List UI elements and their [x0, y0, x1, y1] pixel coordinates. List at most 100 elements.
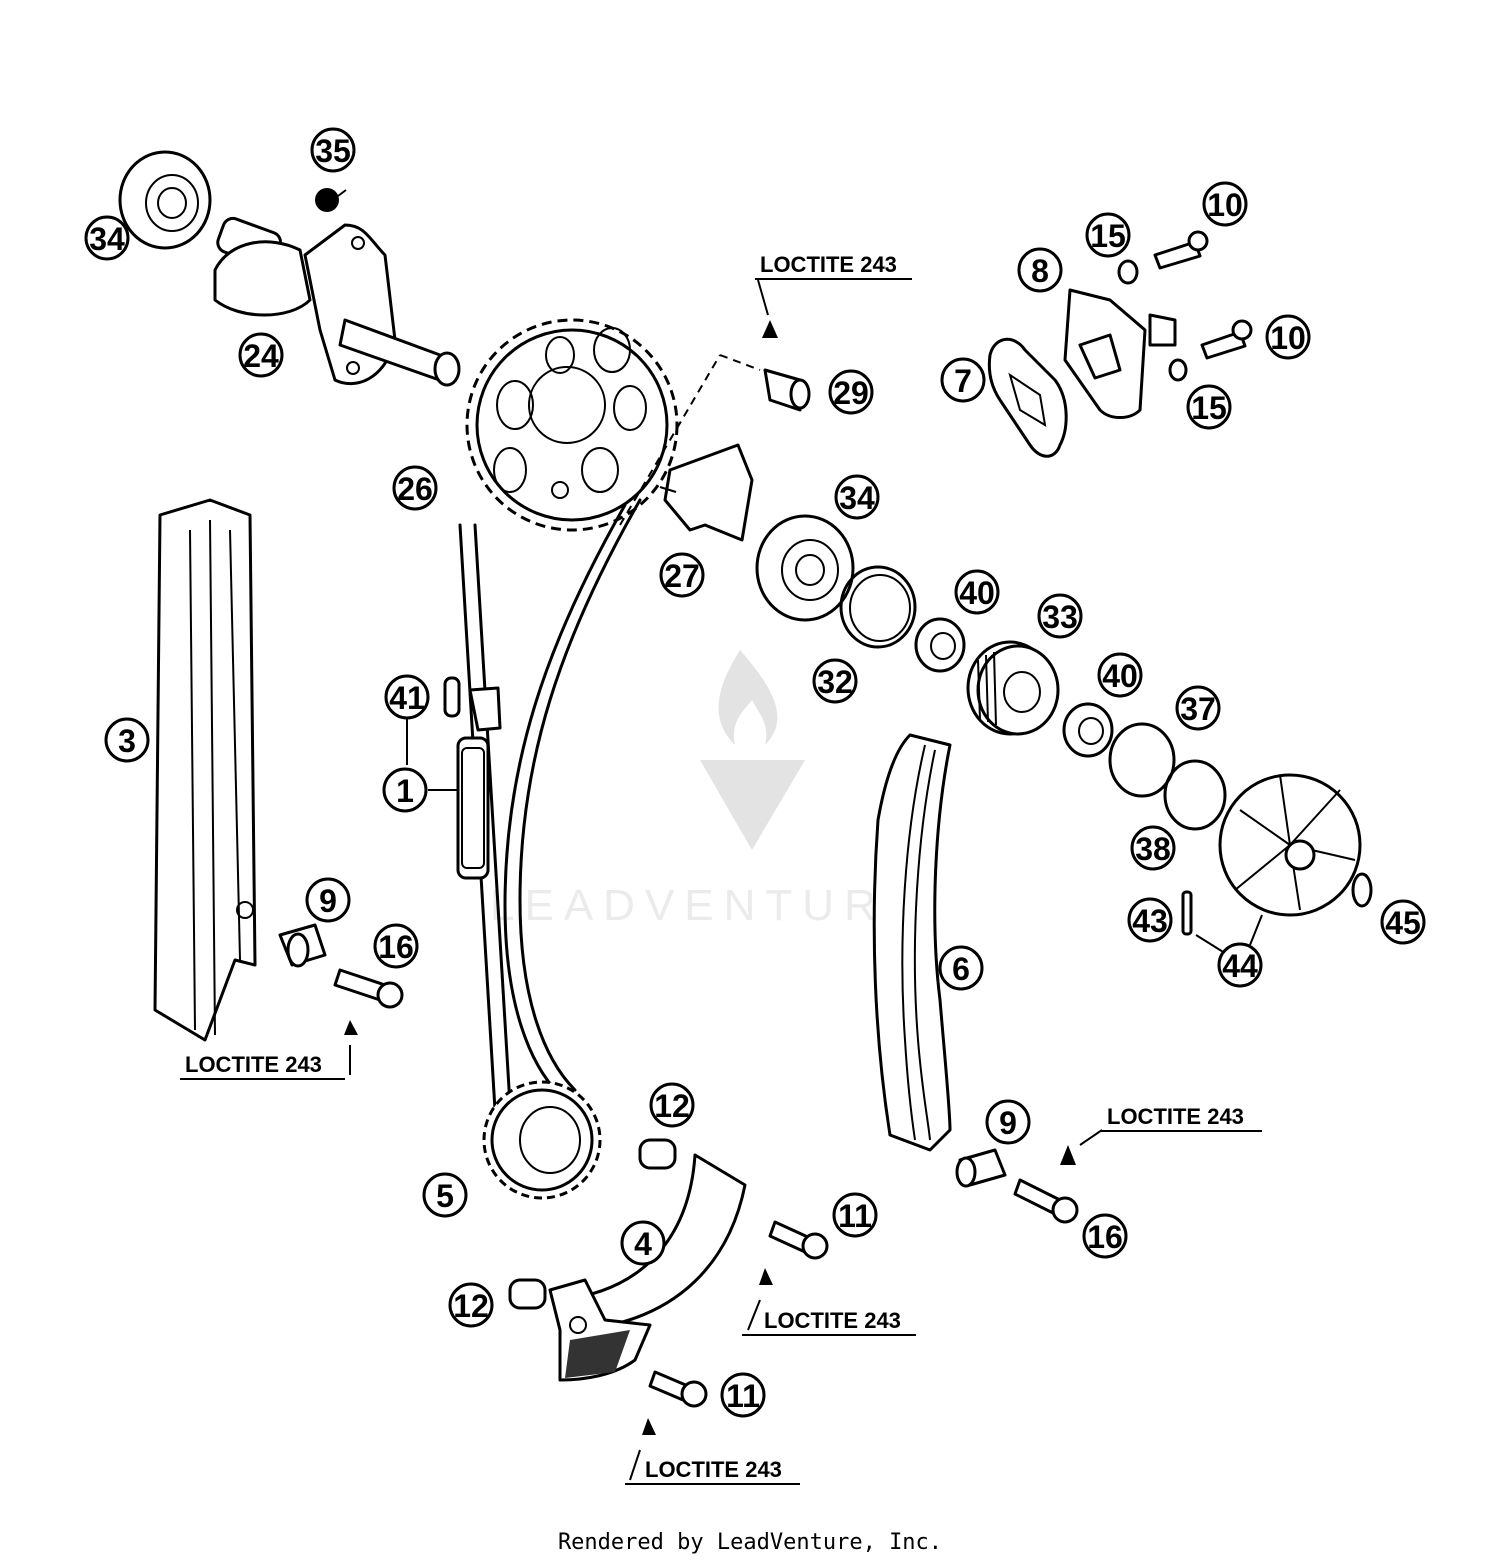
loctite-label-top: LOCTITE 243	[755, 252, 912, 280]
callout-10-bottom: 10	[1265, 314, 1311, 360]
callout-35: 35	[310, 127, 356, 173]
svg-text:LOCTITE 243: LOCTITE 243	[185, 1052, 322, 1077]
svg-text:24: 24	[243, 338, 279, 374]
sleeve-12-top	[638, 1138, 677, 1170]
callout-1: 1	[382, 767, 428, 813]
sleeve-9-left	[278, 923, 327, 968]
bolt-16-right	[1013, 1145, 1079, 1224]
guide-rail-4	[548, 1153, 747, 1382]
washer-15-top	[1117, 259, 1139, 285]
bolt-10-bottom	[1200, 319, 1253, 360]
callout-10-top: 10	[1202, 181, 1248, 227]
callout-8: 8	[1017, 247, 1063, 293]
loctite-label-left: LOCTITE 243	[180, 1052, 345, 1080]
footer-credit: Rendered by LeadVenture, Inc.	[557, 1530, 943, 1555]
callout-7: 7	[940, 357, 986, 403]
loctite-label-mid: LOCTITE 243	[742, 1308, 916, 1336]
callout-43: 43	[1127, 897, 1173, 943]
callout-5: 5	[422, 1172, 468, 1218]
svg-text:37: 37	[1180, 691, 1216, 727]
chain-link-41	[443, 676, 502, 732]
guide-rail-6	[872, 733, 952, 1152]
svg-text:10: 10	[1270, 320, 1306, 356]
svg-text:LOCTITE 243: LOCTITE 243	[1107, 1104, 1244, 1129]
svg-text:15: 15	[1191, 390, 1227, 426]
svg-text:4: 4	[634, 1226, 652, 1262]
callout-9-left: 9	[305, 877, 351, 923]
svg-text:34: 34	[839, 480, 875, 516]
callout-15-bottom: 15	[1186, 384, 1232, 430]
cam-sprocket-26	[465, 318, 761, 532]
callout-34-top: 34	[84, 215, 130, 261]
svg-text:LOCTITE 243: LOCTITE 243	[760, 252, 897, 277]
svg-text:32: 32	[817, 664, 853, 700]
sleeve-12-bottom	[508, 1278, 547, 1310]
timing-chain-1	[456, 498, 642, 1112]
plug-29	[762, 320, 811, 412]
callout-40-lower: 40	[1097, 652, 1143, 698]
callout-16-left: 16	[373, 923, 419, 969]
loctite-label-bottom: LOCTITE 243	[625, 1457, 800, 1485]
svg-text:12: 12	[654, 1088, 690, 1124]
seal-40-upper	[914, 617, 966, 673]
svg-text:43: 43	[1132, 903, 1168, 939]
callout-11-top: 11	[832, 1192, 878, 1238]
sleeve-9-right	[955, 1148, 1007, 1188]
callout-32: 32	[812, 658, 858, 704]
callout-12-top: 12	[649, 1082, 695, 1128]
svg-text:26: 26	[397, 471, 433, 507]
bolt-10-top	[1153, 230, 1209, 270]
svg-text:15: 15	[1090, 218, 1126, 254]
o-ring-37	[1108, 722, 1176, 798]
callout-9-right: 9	[985, 1099, 1031, 1145]
bolt-11-top	[759, 1220, 829, 1285]
svg-text:LOCTITE 243: LOCTITE 243	[645, 1457, 782, 1482]
svg-text:9: 9	[999, 1105, 1017, 1141]
loctite-label-right: LOCTITE 243	[1100, 1104, 1262, 1132]
svg-text:29: 29	[833, 375, 869, 411]
watermark-text: LEADVENTURE	[490, 881, 925, 930]
svg-text:10: 10	[1207, 187, 1243, 223]
svg-text:41: 41	[389, 680, 425, 716]
callout-12-bottom: 12	[448, 1282, 494, 1328]
impeller-44	[1218, 773, 1362, 917]
callout-6: 6	[938, 945, 984, 991]
tensioner-8	[1063, 288, 1177, 419]
callout-45: 45	[1380, 899, 1426, 945]
callout-3: 3	[104, 717, 150, 763]
seal-40-lower	[1062, 702, 1114, 758]
callout-11-bottom: 11	[720, 1372, 766, 1418]
washer-15-bottom	[1168, 358, 1188, 382]
wedge-27	[659, 443, 754, 542]
callout-44: 44	[1217, 942, 1263, 988]
svg-text:8: 8	[1031, 253, 1049, 289]
svg-text:35: 35	[315, 133, 351, 169]
svg-text:34: 34	[89, 221, 125, 257]
shaft-24	[213, 216, 461, 387]
crank-sprocket-5	[482, 1080, 602, 1200]
svg-text:11: 11	[726, 1378, 760, 1414]
svg-text:44: 44	[1222, 948, 1258, 984]
callout-41: 41	[384, 674, 430, 720]
callout-37: 37	[1175, 685, 1221, 731]
callout-27: 27	[659, 552, 705, 598]
svg-text:12: 12	[453, 1288, 489, 1324]
gasket-7	[987, 337, 1068, 458]
svg-text:6: 6	[952, 951, 970, 987]
callout-38: 38	[1130, 825, 1176, 871]
callout-4: 4	[620, 1220, 666, 1266]
svg-text:16: 16	[1087, 1219, 1123, 1255]
callout-24: 24	[238, 332, 284, 378]
svg-text:38: 38	[1135, 831, 1171, 867]
clip-45	[1351, 872, 1373, 908]
watermark: LEADVENTURE	[490, 650, 925, 930]
bolt-11-bottom	[642, 1370, 708, 1435]
svg-text:40: 40	[1102, 658, 1138, 694]
pin-43	[1181, 890, 1193, 936]
callout-16-right: 16	[1082, 1213, 1128, 1259]
callout-33: 33	[1037, 593, 1083, 639]
svg-text:11: 11	[838, 1198, 872, 1234]
svg-text:7: 7	[954, 363, 972, 399]
svg-text:3: 3	[118, 723, 136, 759]
